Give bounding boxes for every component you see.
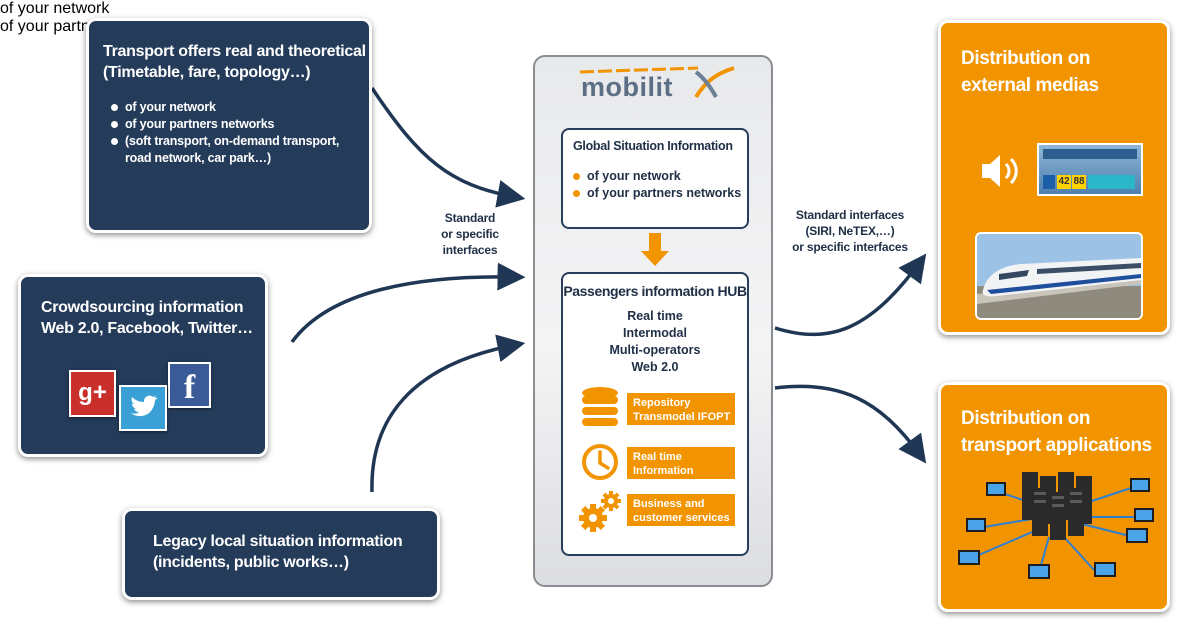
logo-swoosh (579, 66, 735, 99)
external-medias-bullet-network: of your network (0, 0, 110, 17)
display-number: 88 (1072, 175, 1086, 189)
external-medias-title: Distribution on external medias (961, 48, 1099, 96)
transport-offers-box: Transport offers real and theoretical (T… (86, 18, 372, 233)
bullet-dot (573, 190, 580, 197)
transport-offers-title: Transport offers real and theoretical (T… (103, 43, 366, 81)
list-item: of your network (109, 99, 369, 116)
crowdsourcing-title: Crowdsourcing information Web 2.0, Faceb… (41, 299, 253, 337)
bus-icon (1043, 175, 1055, 189)
display-board-image: 42 88 (1037, 143, 1143, 196)
legacy-situation-title: Legacy local situation information (inci… (153, 533, 403, 571)
arrow-hub-to-external-medias (774, 253, 927, 337)
down-arrow-icon (641, 233, 669, 266)
arrow-legacy-to-hub (370, 334, 526, 493)
twitter-bird-glyph (131, 395, 158, 417)
right-interfaces-label: Standard interfaces (SIRI, NeTEX,…) or s… (792, 208, 908, 254)
list-item: of your partners networks (109, 116, 369, 133)
list-item: of your network (573, 169, 747, 183)
logo-text: mobilit (581, 72, 673, 102)
passengers-hub-lines: Real time Intermodal Multi-operators Web… (609, 309, 701, 374)
feature-real-time: Real time Information (627, 447, 735, 479)
facebook-icon: f (168, 362, 211, 408)
transport-apps-title: Distribution on transport applications (961, 408, 1152, 456)
arrow-transport-to-hub (370, 87, 526, 208)
gears-icon (579, 491, 621, 532)
feature-repository: Repository Transmodel IFOPT (627, 393, 735, 425)
clock-icon (582, 444, 618, 480)
global-situation-box: Global Situation Information of your net… (561, 128, 749, 229)
display-info-bar (1088, 175, 1135, 189)
mobilitx-logo: mobilit (578, 64, 738, 102)
list-item-continuation: road network, car park…) (125, 151, 271, 165)
list-item: of your partners networks (573, 186, 747, 200)
list-item: (soft transport, on-demand transport, (109, 133, 369, 150)
train-photo (975, 232, 1143, 320)
feature-business-services: Business and customer services (627, 494, 735, 526)
arrow-crowdsourcing-to-hub (290, 262, 526, 344)
arrow-hub-to-transport-apps (774, 384, 927, 464)
left-interfaces-label: Standard or specific interfaces (441, 211, 499, 257)
passengers-hub-title: Passengers information HUB (563, 283, 747, 299)
speaker-icon (982, 155, 1018, 187)
bullet-dot (573, 173, 580, 180)
network-servers-illustration (958, 472, 1154, 579)
database-icon (582, 387, 618, 426)
legacy-situation-box: Legacy local situation information (inci… (122, 508, 440, 600)
crowdsourcing-box: Crowdsourcing information Web 2.0, Faceb… (18, 274, 268, 457)
global-situation-title: Global Situation Information (573, 139, 733, 153)
display-number: 42 (1057, 175, 1071, 189)
google-plus-icon: g+ (69, 370, 116, 417)
display-header-bar (1043, 149, 1137, 159)
twitter-icon (119, 385, 167, 431)
transport-offers-list: of your network of your partners network… (109, 99, 369, 167)
train-illustration (977, 234, 1141, 318)
